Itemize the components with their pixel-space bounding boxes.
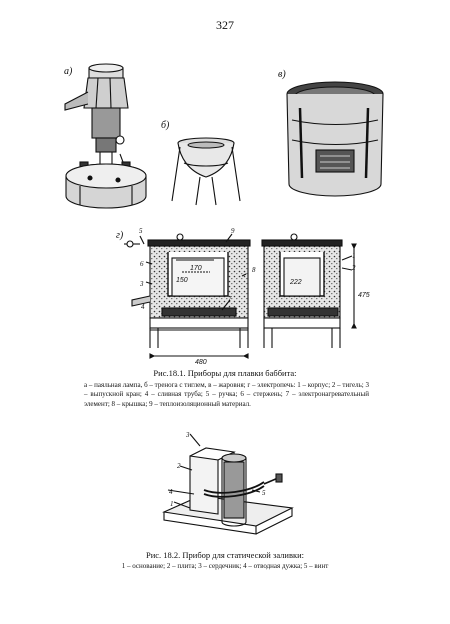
blowtorch-drawing: [64, 63, 147, 209]
furnace-section-drawing: [124, 233, 357, 359]
part-label-3: 3: [140, 280, 144, 288]
part-label-7: 7: [228, 295, 232, 303]
part-label-1: 1: [352, 252, 356, 260]
part-label-9: 9: [231, 227, 235, 235]
panel-label-d: г): [116, 230, 124, 241]
dimension-170: 170: [190, 265, 202, 272]
fig2-part-label-5: 5: [262, 489, 266, 497]
dimension-150: 150: [176, 277, 188, 284]
part-label-6: 6: [140, 260, 144, 268]
fig2-part-label-3: 3: [186, 431, 190, 439]
panel-label-c: в): [278, 69, 286, 80]
page-number: 327: [216, 18, 234, 32]
dimension-475: 475: [358, 292, 370, 299]
figure2-caption: Рис. 18.2. Прибор для статической заливк…: [145, 550, 305, 560]
part-label-4: 4: [141, 303, 145, 311]
part-label-2: 2: [352, 264, 356, 272]
figure1-legend: а – паяльная лампа, б – тренога с тиглем…: [84, 381, 369, 408]
dimension-480: 480: [195, 359, 207, 366]
fig2-part-label-4: 4: [169, 488, 173, 496]
tripod-crucible-drawing: [171, 137, 241, 206]
static-casting-device-drawing: [162, 433, 294, 535]
dimension-222: 222: [290, 279, 302, 286]
part-label-5: 5: [139, 227, 143, 235]
fig2-part-label-1: 1: [170, 500, 174, 508]
figure1-caption: Рис.18.1. Приборы для плавки баббита:: [153, 368, 297, 378]
fig2-part-label-2: 2: [177, 462, 181, 470]
brazier-drawing: [286, 81, 384, 197]
figure2-legend: 1 – основание; 2 – плита; 3 – сердечник;…: [121, 562, 329, 570]
part-label-8: 8: [252, 266, 256, 274]
panel-label-b: б): [161, 120, 170, 131]
panel-label-a: а): [64, 66, 73, 77]
